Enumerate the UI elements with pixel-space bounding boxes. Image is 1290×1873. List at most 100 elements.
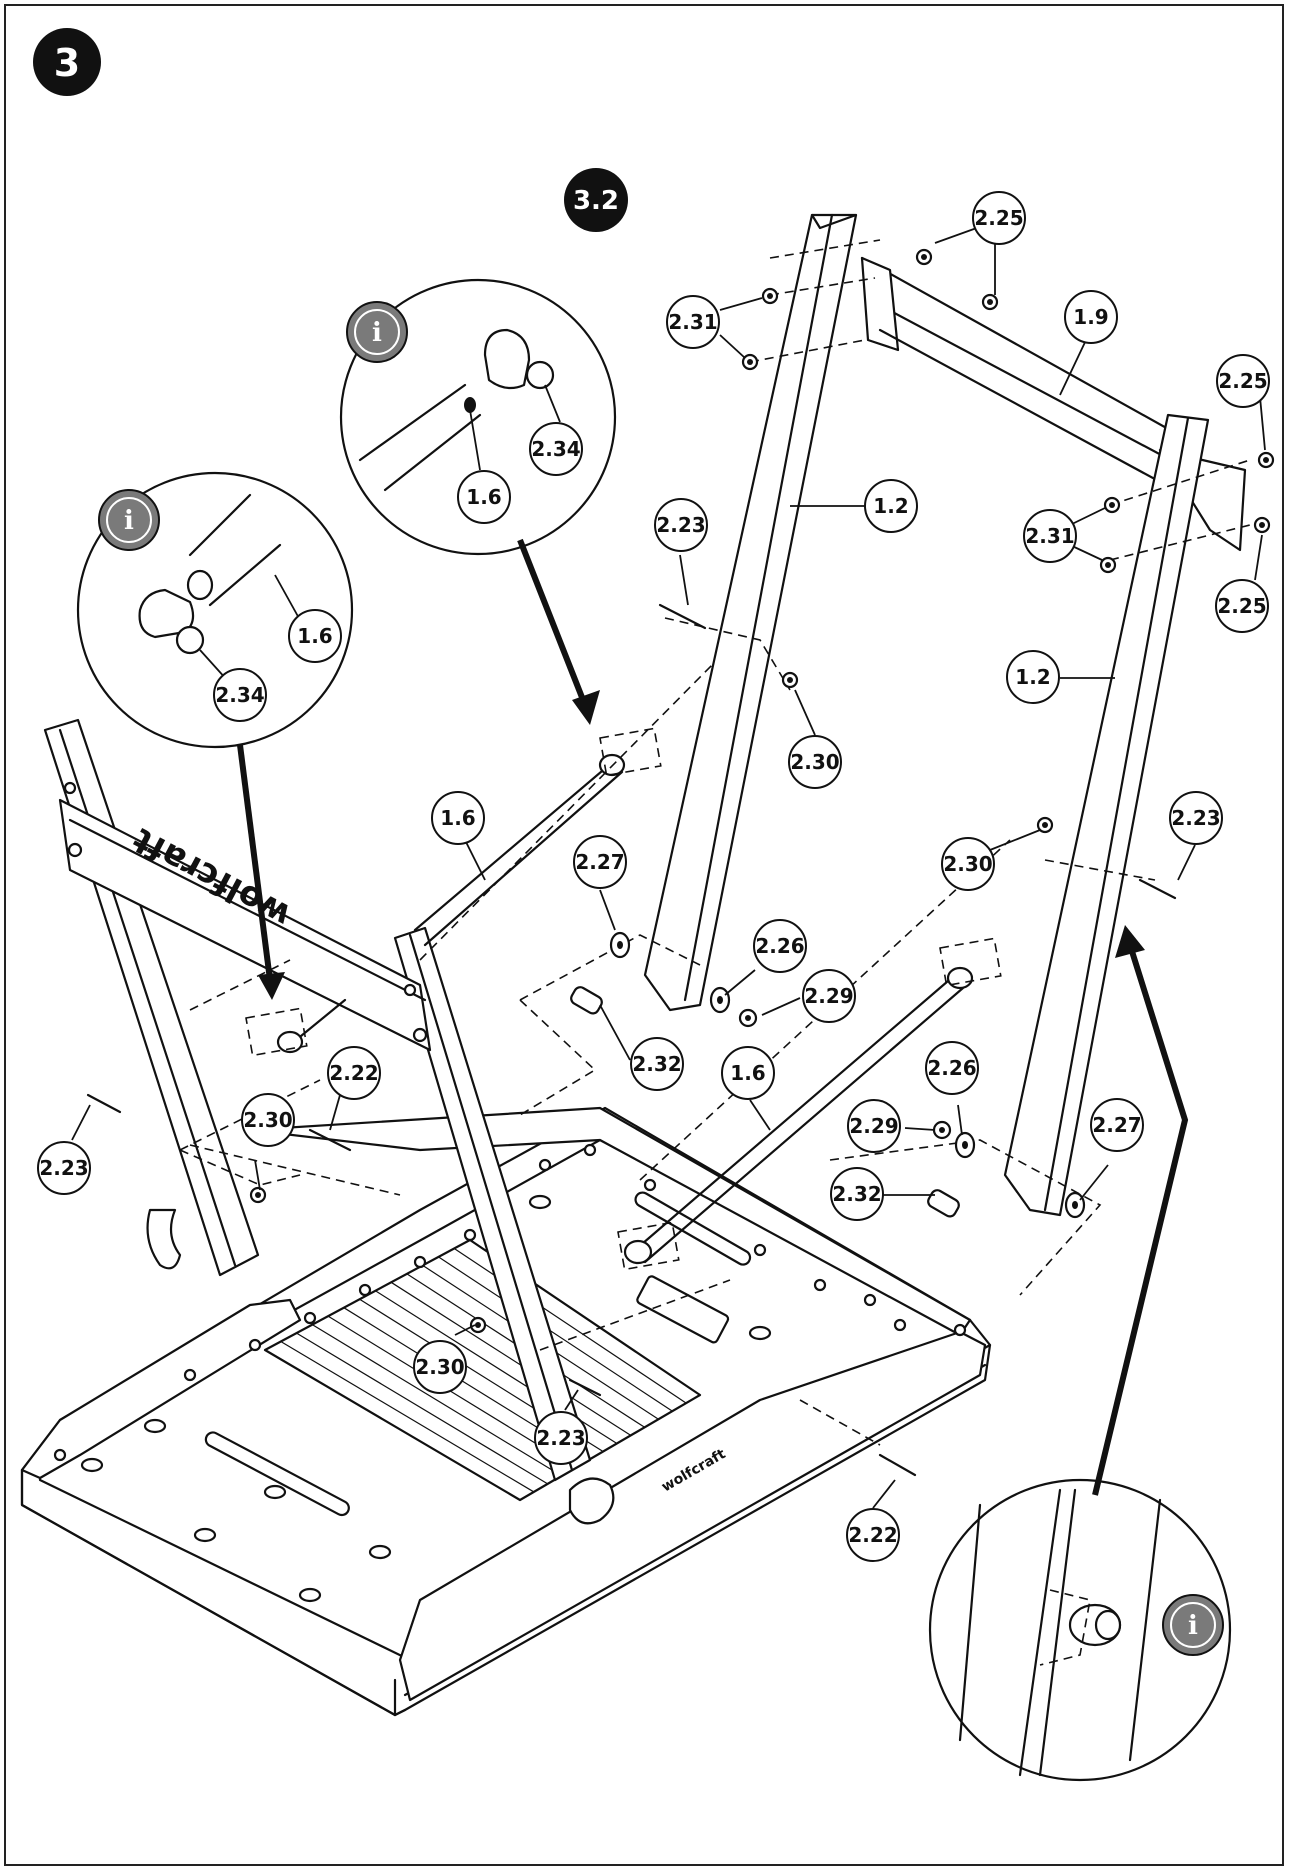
svg-text:i: i: [372, 318, 382, 348]
callout-1-2-right: 1.2: [1006, 650, 1060, 704]
step-badge: 3: [33, 28, 101, 96]
detail-circle-top: [339, 278, 617, 556]
callout-2-25-right-upper: 2.25: [1216, 354, 1270, 408]
svg-text:2.26: 2.26: [755, 934, 804, 958]
callout-2-30-left: 2.30: [241, 1093, 295, 1147]
callout-2-27-left: 2.27: [573, 835, 627, 889]
callout-2-22-base: 2.22: [846, 1508, 900, 1562]
substep-badge: 3.2: [564, 168, 628, 232]
svg-text:2.30: 2.30: [943, 852, 992, 876]
svg-text:3: 3: [54, 41, 80, 85]
svg-text:2.22: 2.22: [848, 1523, 897, 1547]
callout-1-6-detail-left: 1.6: [288, 609, 342, 663]
callout-2-26-mid: 2.26: [753, 919, 807, 973]
svg-text:2.34: 2.34: [215, 683, 264, 707]
info-icon-left: i: [98, 489, 160, 551]
rail-fastener: [538, 1158, 552, 1172]
svg-text:1.6: 1.6: [466, 485, 501, 509]
svg-text:2.25: 2.25: [1218, 369, 1267, 393]
rail-fastener: [583, 1143, 597, 1157]
svg-text:2.30: 2.30: [790, 750, 839, 774]
svg-text:1.6: 1.6: [440, 806, 475, 830]
callout-2-27-right: 2.27: [1090, 1098, 1144, 1152]
svg-text:1.2: 1.2: [1015, 665, 1050, 689]
callout-2-29-mid: 2.29: [802, 969, 856, 1023]
callout-2-29-right: 2.29: [847, 1099, 901, 1153]
upright-left-1-2: [643, 213, 858, 1012]
callout-2-31-top: 2.31: [666, 295, 720, 349]
svg-text:2.29: 2.29: [804, 984, 853, 1008]
svg-text:2.26: 2.26: [927, 1056, 976, 1080]
right-clamp-handle: [568, 1477, 615, 1525]
callout-2-32-right: 2.32: [830, 1167, 884, 1221]
svg-text:1.6: 1.6: [730, 1061, 765, 1085]
callout-2-30-base: 2.30: [413, 1340, 467, 1394]
callout-2-23-top: 2.23: [654, 498, 708, 552]
left-clamp-handle: [146, 1208, 182, 1270]
callout-2-30-right: 2.30: [941, 837, 995, 891]
left-frame: wolfcraft: [43, 718, 592, 1482]
callout-2-23-left: 2.23: [37, 1141, 91, 1195]
rail-fastener: [813, 1278, 827, 1292]
cross-tube-lower: [623, 966, 974, 1265]
svg-text:2.29: 2.29: [849, 1114, 898, 1138]
svg-text:2.30: 2.30: [415, 1355, 464, 1379]
upright-right-1-2: [1003, 413, 1210, 1217]
base-platform: wolfcraft: [20, 1106, 992, 1717]
svg-text:i: i: [1188, 1611, 1198, 1641]
svg-text:3.2: 3.2: [573, 186, 619, 216]
rail-fastener: [463, 1228, 477, 1242]
rail-fastener: [863, 1293, 877, 1307]
callout-2-31-right: 2.31: [1023, 509, 1077, 563]
plate-holes: [80, 1194, 772, 1603]
callout-2-25-right-lower: 2.25: [1215, 579, 1269, 633]
callout-2-23-right: 2.23: [1169, 791, 1223, 845]
callout-1-2-left: 1.2: [864, 479, 918, 533]
callout-1-6-lower: 1.6: [721, 1046, 775, 1100]
cross-tube-left-short: [276, 998, 347, 1054]
rail-fastener: [248, 1338, 262, 1352]
svg-text:2.31: 2.31: [1025, 524, 1074, 548]
rail-fastener: [303, 1311, 317, 1325]
rail-fastener: [753, 1243, 767, 1257]
grille-slat: [453, 1247, 687, 1404]
callout-2-23-base: 2.23: [534, 1411, 588, 1465]
svg-text:1.2: 1.2: [873, 494, 908, 518]
callout-1-6-detail-top: 1.6: [457, 470, 511, 524]
callout-2-25-top: 2.25: [972, 191, 1026, 245]
svg-text:2.23: 2.23: [536, 1426, 585, 1450]
rail-fastener: [953, 1323, 967, 1337]
svg-text:2.23: 2.23: [1171, 806, 1220, 830]
svg-text:i: i: [124, 506, 134, 536]
rail-fastener: [643, 1178, 657, 1192]
callout-1-6-upper: 1.6: [431, 791, 485, 845]
rail-fastener: [893, 1318, 907, 1332]
svg-text:1.9: 1.9: [1073, 305, 1108, 329]
grille-slat: [327, 1315, 576, 1469]
grille-slat: [311, 1324, 562, 1477]
svg-text:1.6: 1.6: [297, 624, 332, 648]
callout-2-30-mid: 2.30: [788, 735, 842, 789]
callout-2-34-detail-top: 2.34: [529, 422, 583, 476]
svg-text:2.30: 2.30: [243, 1108, 292, 1132]
info-icon-top: i: [346, 301, 408, 363]
grille-slat: [296, 1332, 549, 1485]
detail-circle-bottom: [928, 1478, 1232, 1782]
svg-text:2.34: 2.34: [531, 437, 580, 461]
arrows: [237, 538, 1189, 1496]
svg-text:2.31: 2.31: [668, 310, 717, 334]
svg-text:2.25: 2.25: [974, 206, 1023, 230]
svg-text:2.23: 2.23: [39, 1156, 88, 1180]
page-frame: [4, 4, 1284, 1866]
callout-2-32-mid: 2.32: [630, 1037, 684, 1091]
leader-lines: [71, 224, 1266, 1509]
grille-slat: [438, 1256, 673, 1412]
grille-slat: [390, 1281, 632, 1436]
svg-text:2.23: 2.23: [656, 513, 705, 537]
grille-slat: [280, 1341, 535, 1493]
svg-text:2.32: 2.32: [632, 1052, 681, 1076]
svg-text:2.27: 2.27: [575, 850, 624, 874]
callout-2-26-right: 2.26: [925, 1041, 979, 1095]
